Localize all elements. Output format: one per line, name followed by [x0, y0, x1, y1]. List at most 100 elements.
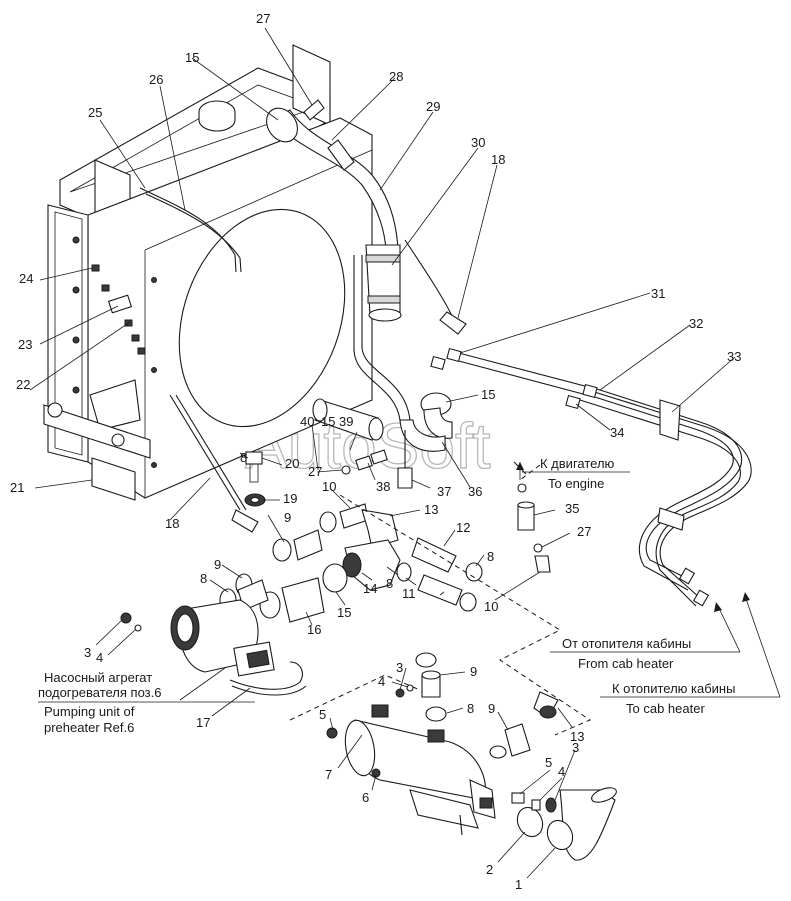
washer-27-right [533, 543, 543, 553]
callout-9-heater: 9 [470, 664, 477, 679]
dashed-outline-right [339, 494, 592, 736]
caption-from-cab-ru: От отопителя кабины [562, 636, 691, 651]
callout-8-upper: 8 [240, 450, 247, 465]
elbow-36 [399, 419, 446, 452]
vent-hose-26 [139, 187, 237, 273]
callout-32: 32 [689, 316, 703, 331]
ring-to-engine [517, 483, 527, 493]
caption-pump-ru-1: Насосный агрегат [44, 670, 152, 685]
clamp-8-lower-heater [425, 706, 447, 722]
callout-34: 34 [610, 425, 624, 440]
leader-lines [29, 27, 781, 879]
hose-9-upper [293, 529, 323, 561]
callout-33: 33 [727, 349, 741, 364]
radiator-foot [91, 457, 136, 501]
caption-to-engine-en: To engine [548, 476, 604, 491]
clamp-8-row1 [272, 511, 337, 562]
caption-pump-en-2: preheater Ref.6 [44, 720, 134, 735]
hose-12 [411, 537, 457, 573]
callout-19: 19 [283, 491, 297, 506]
callout-35: 35 [565, 501, 579, 516]
clamp-15-mid [322, 563, 348, 593]
nut-3-upper [395, 688, 405, 698]
caption-from-cab-en: From cab heater [578, 656, 674, 671]
callout-8-mid: 8 [386, 576, 393, 591]
callout-10-upper: 10 [322, 479, 336, 494]
callout-36: 36 [468, 484, 482, 499]
callout-29: 29 [426, 99, 440, 114]
pipe-down [353, 255, 401, 421]
callout-3-upper: 3 [396, 660, 403, 675]
washer-4-left [134, 624, 142, 632]
strap-18 [169, 394, 241, 511]
bolt-5-left [326, 727, 338, 739]
callout-9-right: 9 [488, 701, 495, 716]
upper-hose-29 [266, 99, 399, 251]
callout-4-right: 4 [558, 764, 565, 779]
callout-40: 40 [300, 414, 314, 429]
callout-20: 20 [285, 456, 299, 471]
clamp-2 [516, 806, 544, 838]
caption-pump-en-1: Pumping unit of [44, 704, 135, 719]
callout-2: 2 [486, 862, 493, 877]
callout-13-upper: 13 [424, 502, 438, 517]
callout-13-lower: 13 [570, 729, 584, 744]
callout-24: 24 [19, 271, 33, 286]
cab-heater-pipes [430, 347, 752, 607]
callout-12: 12 [456, 520, 470, 535]
callout-17: 17 [196, 715, 210, 730]
clamp-8-upper [415, 652, 437, 668]
callout-27: 27 [256, 11, 270, 26]
elbow-15-upper [420, 392, 453, 439]
arrowheads [516, 462, 750, 612]
washer-27 [341, 465, 351, 475]
callout-5-left: 5 [319, 707, 326, 722]
pumping-unit [170, 599, 307, 696]
hose-16 [281, 577, 325, 623]
dashed-outline-lower [289, 674, 421, 721]
callout-27-right: 27 [577, 524, 591, 539]
callout-16: 16 [307, 622, 321, 637]
bolt-6 [371, 768, 381, 778]
hose-9-right-heater [504, 723, 531, 757]
callout-8-right: 8 [487, 549, 494, 564]
callout-9-upper: 9 [284, 510, 291, 525]
caption-to-cab-ru: К отопителю кабины [612, 681, 735, 696]
callout-9-left: 9 [214, 557, 221, 572]
callout-4-left: 4 [96, 650, 103, 665]
callout-6: 6 [362, 790, 369, 805]
caption-to-cab-en: To cab heater [626, 701, 705, 716]
callout-7: 7 [325, 767, 332, 782]
fitting-10-right [534, 555, 551, 573]
callout-15-right: 15 [481, 387, 495, 402]
fan-shroud-opening [178, 208, 346, 428]
radiator [43, 44, 373, 501]
hose-39 [312, 398, 384, 441]
callout-30: 30 [471, 135, 485, 150]
hose-30 [365, 244, 402, 322]
clamp-8-right [465, 562, 483, 582]
callout-18-top: 18 [491, 152, 505, 167]
flow-captions: К двигателю To engine От отопителя кабин… [38, 456, 735, 735]
callout-3-right: 3 [572, 740, 579, 755]
callout-18-lower: 18 [165, 516, 179, 531]
bolt-5-right [511, 792, 525, 804]
bracket-18-right [404, 239, 456, 323]
callout-22: 22 [16, 377, 30, 392]
callout-numbers: 27 15 28 26 29 25 30 18 24 31 32 23 33 2… [10, 11, 741, 892]
callout-37: 37 [437, 484, 451, 499]
callout-10-lower: 10 [484, 599, 498, 614]
callout-21: 21 [10, 480, 24, 495]
valve-37 [397, 467, 413, 489]
hose-11 [417, 574, 463, 606]
preheater-6 [344, 704, 496, 836]
callout-26: 26 [149, 72, 163, 87]
callout-27-mid: 27 [308, 464, 322, 479]
tube-35 [517, 504, 535, 531]
caption-pump-ru-2: подогревателя поз.6 [38, 685, 161, 700]
callout-5-right: 5 [545, 755, 552, 770]
callout-11: 11 [402, 586, 416, 601]
callout-1: 1 [515, 877, 522, 892]
nut-3-left [120, 612, 132, 624]
